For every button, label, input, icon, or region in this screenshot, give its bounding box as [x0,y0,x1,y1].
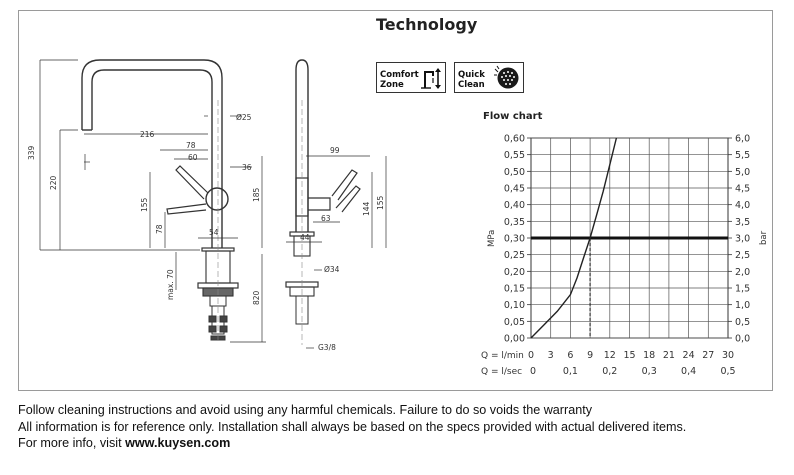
chart-ytick-right-label: 1,0 [735,300,750,311]
chart-xtick-sec-label: 0,4 [681,366,696,377]
chart-xtick-sec-label: 0,1 [563,366,578,377]
chart-ytick-right-label: 4,5 [735,184,750,195]
dim-820: 820 [252,290,261,305]
chart-xtick-flow-label: 3 [548,350,554,361]
chart-ytick-left-label: 0,60 [504,134,525,145]
dim-216: 216 [140,130,155,139]
faucet-side-view [285,59,361,345]
dim-155: 155 [140,197,149,212]
front-dimensions [39,59,266,343]
chart-xlabel-flow: Q = l/min [481,351,524,361]
dim-max70: max. 70 [166,269,175,300]
chart-ytick-right-label: 6,0 [735,134,750,145]
chart-ytick-right-label: 1,5 [735,284,750,295]
chart-ytick-left-label: 0,15 [504,284,525,295]
page-title: Technology [376,15,478,34]
note-more-info-prefix: For more info, visit [18,436,126,450]
chart-xtick-flow-label: 9 [587,350,593,361]
chart-ytick-left-label: 0,25 [504,250,525,261]
quick-clean-badge: Quick Clean [454,62,524,93]
chart-ytick-right-label: 0,5 [735,317,750,328]
chart-xtick-sec-label: 0,5 [720,366,735,377]
dim-44: 44 [300,233,310,242]
chart-ytick-right-label: 5,0 [735,167,750,178]
note-more-info: For more info, visit www.kuysen.com [18,435,686,452]
dim-339: 339 [27,145,36,160]
chart-ytick-left-label: 0,00 [504,334,525,345]
chart-ytick-left-label: 0,30 [504,234,525,245]
chart-xlabel-sec: Q = l/sec [481,367,522,377]
chart-ytick-right-label: 4,0 [735,200,750,211]
dim-g38: G3/8 [318,343,336,352]
chart-series-line-0 [530,137,618,339]
quick-clean-icon [494,65,519,89]
chart-ytick-left-label: 0,05 [504,317,525,328]
website-link[interactable]: www.kuysen.com [125,436,231,450]
dim-54: 54 [209,228,219,237]
chart-ytick-left-label: 0,55 [504,150,525,161]
dim-d34: Ø34 [324,265,340,274]
chart-xtick-flow-label: 12 [604,350,616,361]
chart-ylabel-left: MPa [487,230,497,247]
chart-ytick-right-label: 5,5 [735,150,750,161]
dim-78-vert: 78 [155,224,164,234]
comfort-zone-icon [421,68,441,89]
dim-d25: Ø25 [236,113,252,122]
chart-ylabel-right: bar [759,230,769,245]
dim-78-top: 78 [186,141,196,150]
chart-ytick-right-label: 2,0 [735,267,750,278]
chart-xtick-sec-label: 0 [530,366,536,377]
chart-ytick-left-label: 0,20 [504,267,525,278]
chart-ytick-right-label: 2,5 [735,250,750,261]
chart-xtick-sec-label: 0,3 [642,366,657,377]
dim-60: 60 [188,153,198,162]
chart-ytick-left-label: 0,35 [504,217,525,228]
dim-155-side: 155 [376,195,385,210]
chart-xtick-flow-label: 30 [722,350,734,361]
chart-title: Flow chart [483,111,543,122]
spec-sheet-frame [18,10,773,391]
comfort-zone-label: Comfort Zone [380,70,419,90]
chart-xtick-flow-label: 18 [643,350,655,361]
chart-ytick-left-label: 0,10 [504,300,525,311]
chart-ytick-right-label: 3,0 [735,234,750,245]
chart-ytick-right-label: 3,5 [735,217,750,228]
chart-xtick-flow-label: 6 [567,350,573,361]
footer-notes: Follow cleaning instructions and avoid u… [18,402,686,452]
side-dimensions [286,155,387,349]
chart-xtick-sec-label: 0,2 [602,366,617,377]
chart-ytick-left-label: 0,40 [504,200,525,211]
chart-xtick-flow-label: 0 [528,350,534,361]
dim-185: 185 [252,187,261,202]
chart-ytick-left-label: 0,50 [504,167,525,178]
dim-220: 220 [49,175,58,190]
comfort-zone-badge: Comfort Zone [376,62,446,93]
quick-clean-label: Quick Clean [458,70,485,90]
dim-36: 36 [242,163,252,172]
chart-ytick-left-label: 0,45 [504,184,525,195]
dim-144: 144 [362,201,371,216]
chart-xtick-flow-label: 15 [623,350,635,361]
note-reference: All information is for reference only. I… [18,419,687,434]
chart-ytick-right-label: 0,0 [735,334,750,345]
note-cleaning: Follow cleaning instructions and avoid u… [18,403,592,417]
faucet-front-view [81,59,239,341]
dim-99: 99 [330,146,340,155]
chart-xtick-flow-label: 27 [702,350,714,361]
chart-xtick-flow-label: 21 [663,350,675,361]
dim-63: 63 [321,214,331,223]
chart-xtick-flow-label: 24 [683,350,695,361]
